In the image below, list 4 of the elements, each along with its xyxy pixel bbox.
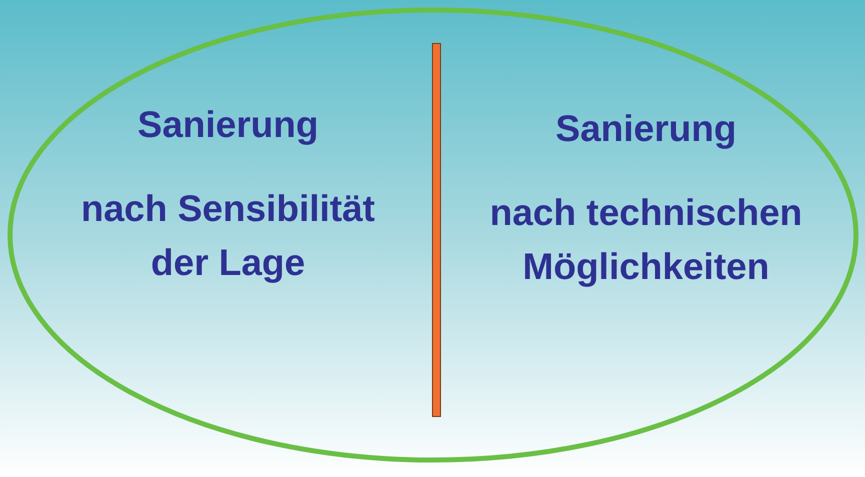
heading-text: Sanierung (138, 103, 318, 147)
body-text: nach Sensibilität der Lage (80, 187, 376, 285)
heading-text: Sanierung (556, 107, 736, 151)
body-text: nach technischen Möglichkeiten (488, 191, 804, 289)
